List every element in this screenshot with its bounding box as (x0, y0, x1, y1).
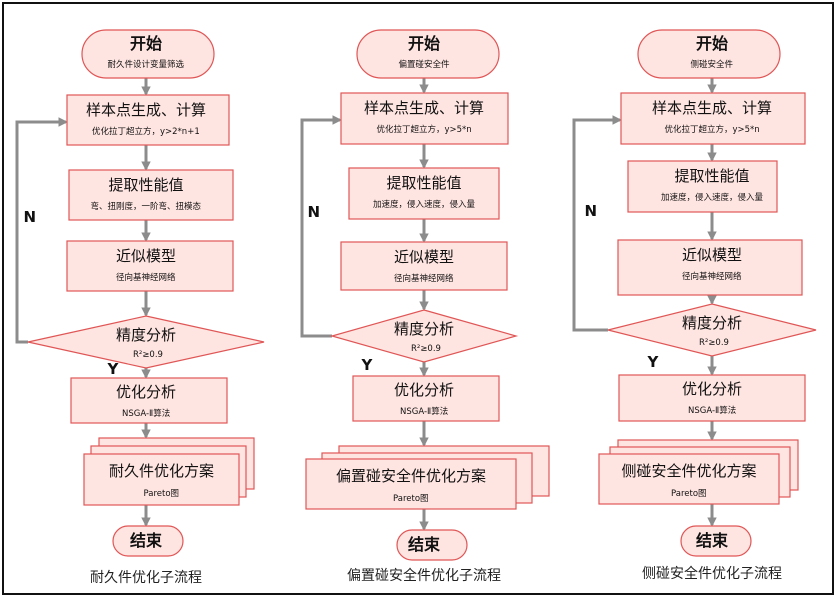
optimize-title: 优化分析 (116, 382, 177, 401)
flow-caption: 偏置碰安全件优化子流程 (347, 568, 501, 584)
optimize-title: 优化分析 (682, 379, 743, 398)
extract-box (68, 169, 234, 221)
start-title: 开始 (408, 34, 441, 53)
end-terminal (112, 525, 184, 557)
yes-label: Y (107, 359, 119, 378)
yes-label: Y (647, 352, 659, 371)
accuracy-decision (27, 315, 265, 369)
approx-subtitle: 径向基神经网络 (394, 273, 454, 284)
arrow-loop-back (572, 115, 622, 332)
sample-box (340, 92, 509, 145)
no-label: N (307, 202, 321, 221)
end-terminal (396, 529, 468, 561)
plan-title: 侧碰安全件优化方案 (621, 461, 757, 480)
no-label: N (584, 201, 598, 220)
approx-subtitle: 径向基神经网络 (116, 272, 176, 283)
end-label: 结束 (130, 531, 163, 550)
accuracy-criterion: R²≥0.9 (133, 349, 163, 360)
yes-label: Y (361, 355, 373, 374)
start-subtitle: 耐久件设计变量筛选 (107, 59, 185, 70)
extract-subtitle: 加速度，侵入速度，侵入量 (661, 192, 764, 203)
start-title: 开始 (130, 34, 163, 53)
accuracy-title: 精度分析 (394, 319, 455, 338)
accuracy-decision (607, 303, 817, 357)
approx-model-box (617, 239, 803, 296)
optimize-title: 优化分析 (394, 380, 455, 399)
accuracy-criterion: R²≥0.9 (699, 337, 729, 348)
extract-title: 提取性能值 (386, 173, 462, 192)
plan-title: 耐久件优化方案 (109, 461, 215, 480)
approx-subtitle: 径向基神经网络 (682, 271, 742, 282)
approx-title: 近似模型 (116, 246, 177, 265)
extract-title: 提取性能值 (108, 175, 184, 194)
optimize-subtitle: NSGA-Ⅱ算法 (688, 405, 737, 416)
extract-subtitle: 弯、扭刚度，一阶弯、扭模态 (90, 201, 202, 212)
plan-title: 偏置碰安全件优化方案 (336, 466, 487, 485)
sample-title: 样本点生成、计算 (652, 98, 773, 117)
start-terminal (356, 29, 500, 79)
optimize-subtitle: NSGA-Ⅱ算法 (400, 406, 449, 417)
end-label: 结束 (696, 531, 729, 550)
flow-caption: 耐久件优化子流程 (90, 570, 202, 586)
start-title: 开始 (696, 34, 729, 53)
sample-box (620, 92, 806, 145)
sample-title: 样本点生成、计算 (86, 100, 207, 119)
start-terminal (81, 29, 215, 79)
end-terminal (680, 525, 752, 557)
accuracy-criterion: R²≥0.9 (411, 343, 441, 354)
start-terminal (637, 29, 781, 79)
sample-box (66, 94, 230, 146)
accuracy-title: 精度分析 (682, 313, 743, 332)
approx-title: 近似模型 (394, 247, 455, 266)
sample-subtitle: 优化拉丁超立方，y>5*n (664, 124, 760, 135)
flow-caption: 侧碰安全件优化子流程 (642, 566, 782, 582)
optimize-box (618, 374, 806, 422)
approx-title: 近似模型 (682, 245, 743, 264)
start-subtitle: 侧碰安全件 (690, 59, 734, 70)
optimize-box (70, 377, 228, 424)
accuracy-title: 精度分析 (116, 325, 177, 344)
extract-subtitle: 加速度，侵入速度，侵入量 (373, 199, 476, 210)
arrow-loop-back (15, 117, 68, 344)
plan-subtitle: Pareto图 (393, 493, 429, 504)
extract-box (348, 167, 500, 220)
sample-subtitle: 优化拉丁超立方，y>5*n (376, 124, 472, 135)
start-subtitle: 偏置碰安全件 (398, 59, 450, 70)
sample-title: 样本点生成、计算 (364, 98, 485, 117)
arrow-loop-back (300, 115, 342, 338)
optimize-box (352, 375, 500, 422)
sample-subtitle: 优化拉丁超立方，y>2*n+1 (92, 126, 200, 137)
plan-stack-sheet (83, 453, 240, 506)
approx-model-box (66, 240, 234, 292)
no-label: N (23, 207, 37, 226)
end-label: 结束 (408, 535, 441, 554)
plan-subtitle: Pareto图 (143, 488, 180, 499)
approx-model-box (340, 241, 508, 291)
plan-stack-sheet (598, 453, 780, 505)
plan-subtitle: Pareto图 (671, 488, 707, 499)
extract-title: 提取性能值 (674, 166, 750, 185)
extract-box (627, 160, 778, 213)
accuracy-decision (329, 309, 519, 363)
plan-stack-sheet (305, 458, 517, 510)
optimize-subtitle: NSGA-Ⅱ算法 (122, 408, 171, 419)
